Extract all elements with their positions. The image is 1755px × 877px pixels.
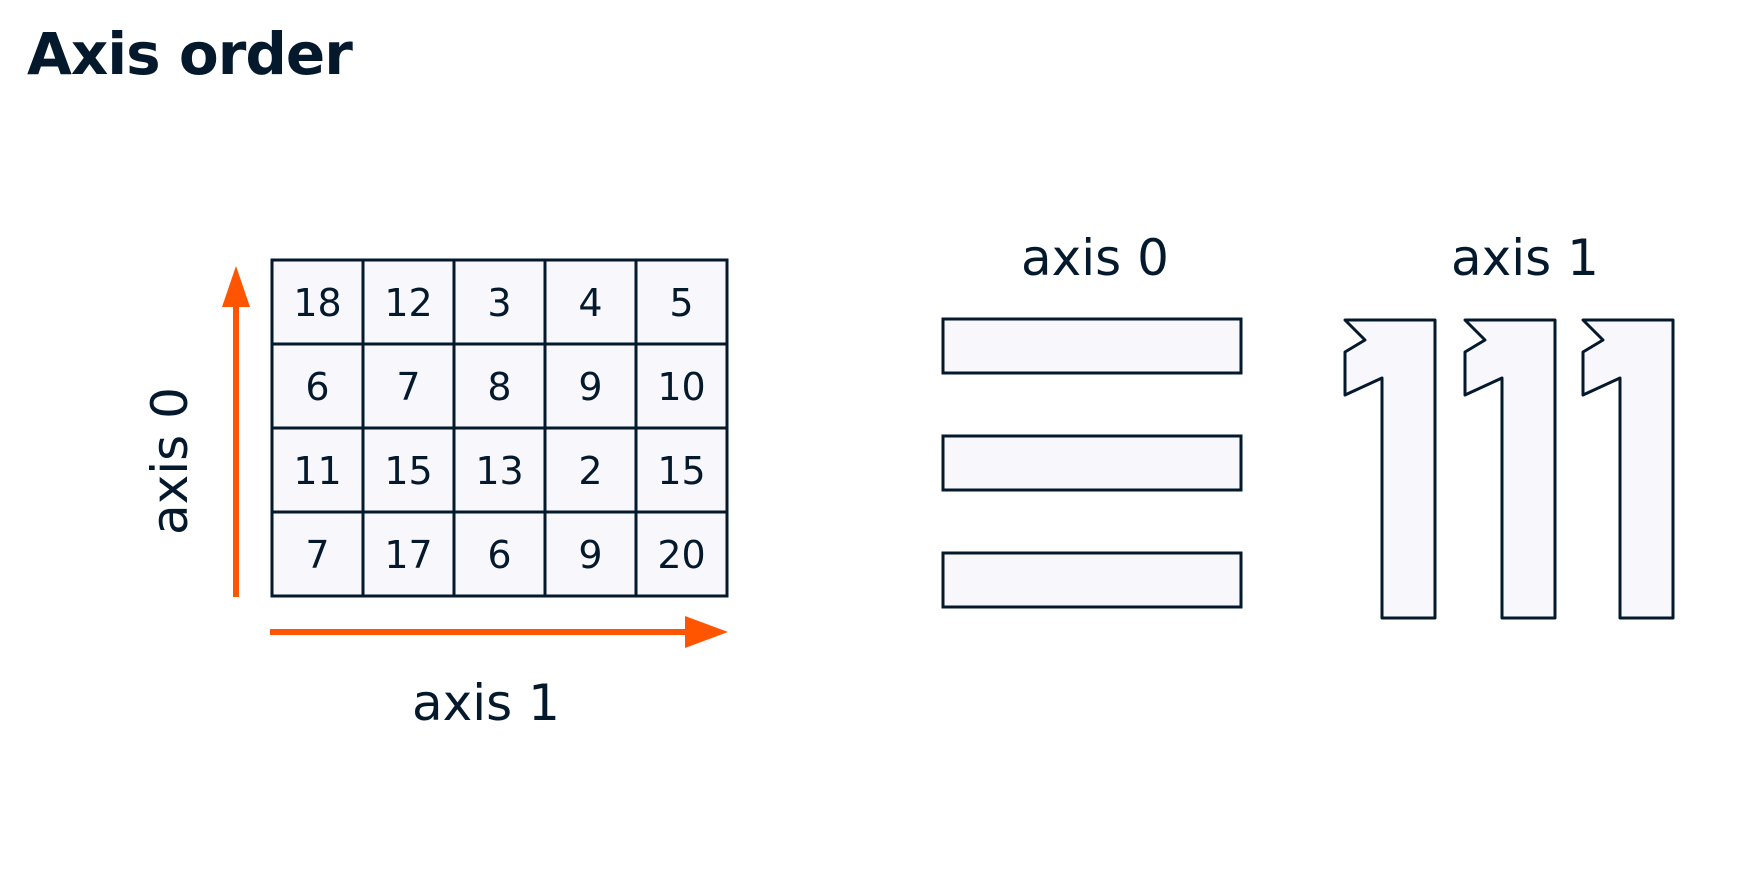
grid-cell-value: 20	[657, 533, 705, 577]
grid-cell-box	[634, 342, 729, 430]
grid-cell: 7	[270, 510, 365, 598]
axis-0-bar	[941, 551, 1243, 609]
grid-cell-value: 10	[657, 365, 705, 409]
axis-0-bars	[941, 317, 1243, 609]
grid-cell-box	[634, 426, 729, 514]
grid-cell-box	[452, 426, 547, 514]
grid-cell-value: 12	[384, 281, 432, 325]
grid-cell-value: 3	[487, 281, 511, 325]
grid-cell-value: 15	[384, 449, 432, 493]
grid-cell-value: 4	[578, 281, 602, 325]
axis-1-column-glyph	[1581, 318, 1675, 620]
grid-cell-box	[634, 510, 729, 598]
bars-heading: axis 0	[1021, 229, 1169, 287]
grid-cell-box	[270, 510, 365, 598]
grid-cell-value: 15	[657, 449, 705, 493]
grid-cell-value: 5	[669, 281, 693, 325]
axis-0-arrow	[222, 266, 250, 597]
columns-heading: axis 1	[1451, 229, 1599, 287]
grid-cell: 10	[634, 342, 729, 430]
axis-0-bar	[941, 317, 1243, 375]
grid-cell-box	[361, 426, 456, 514]
grid-cell: 12	[361, 258, 456, 346]
grid-cell-value: 8	[487, 365, 511, 409]
axis-1-column-glyph	[1463, 318, 1557, 620]
grid-cell-value: 17	[384, 533, 432, 577]
axis-1-arrow	[270, 616, 728, 648]
grid-cell: 7	[361, 342, 456, 430]
page-title: Axis order	[27, 20, 353, 88]
grid-cell: 5	[634, 258, 729, 346]
grid-cell-value: 7	[305, 533, 329, 577]
grid-cell-box	[361, 258, 456, 346]
grid-cell-box	[452, 342, 547, 430]
grid-cell: 11	[270, 426, 365, 514]
grid-cell: 4	[543, 258, 638, 346]
grid-horizontal-axis-label: axis 1	[412, 674, 560, 732]
grid-cell-box	[543, 510, 638, 598]
grid-cell: 6	[270, 342, 365, 430]
grid-cell: 2	[543, 426, 638, 514]
grid-cell-value: 2	[578, 449, 602, 493]
grid-cell: 20	[634, 510, 729, 598]
grid-cell: 3	[452, 258, 547, 346]
grid-cell: 9	[543, 510, 638, 598]
axis-1-column-glyph	[1343, 318, 1437, 620]
grid-cell-value: 9	[578, 365, 602, 409]
grid-cell-value: 6	[305, 365, 329, 409]
grid-cell-box	[452, 258, 547, 346]
grid-cell: 6	[452, 510, 547, 598]
grid-cell: 17	[361, 510, 456, 598]
grid-cell: 9	[543, 342, 638, 430]
grid-cell: 18	[270, 258, 365, 346]
grid-cell-value: 18	[293, 281, 341, 325]
grid-cell-box	[270, 258, 365, 346]
grid-vertical-axis-label: axis 0	[141, 387, 199, 535]
grid-cell-value: 6	[487, 533, 511, 577]
grid-cell-value: 9	[578, 533, 602, 577]
grid-cell-value: 7	[396, 365, 420, 409]
axis-1-columns	[1343, 318, 1675, 620]
grid-cell: 15	[361, 426, 456, 514]
grid-cell: 8	[452, 342, 547, 430]
grid-cell-box	[452, 510, 547, 598]
grid-cell-box	[361, 510, 456, 598]
grid-cell: 15	[634, 426, 729, 514]
grid-cell-value: 11	[293, 449, 341, 493]
axis-0-bar	[941, 434, 1243, 492]
grid-cell-value: 13	[475, 449, 523, 493]
grid-cell-box	[543, 426, 638, 514]
number-grid: 18 12 3 4 5 6 7 8 9 10 11 15 13 2 15 7 17 6 9 20	[270, 258, 729, 598]
grid-cell: 13	[452, 426, 547, 514]
